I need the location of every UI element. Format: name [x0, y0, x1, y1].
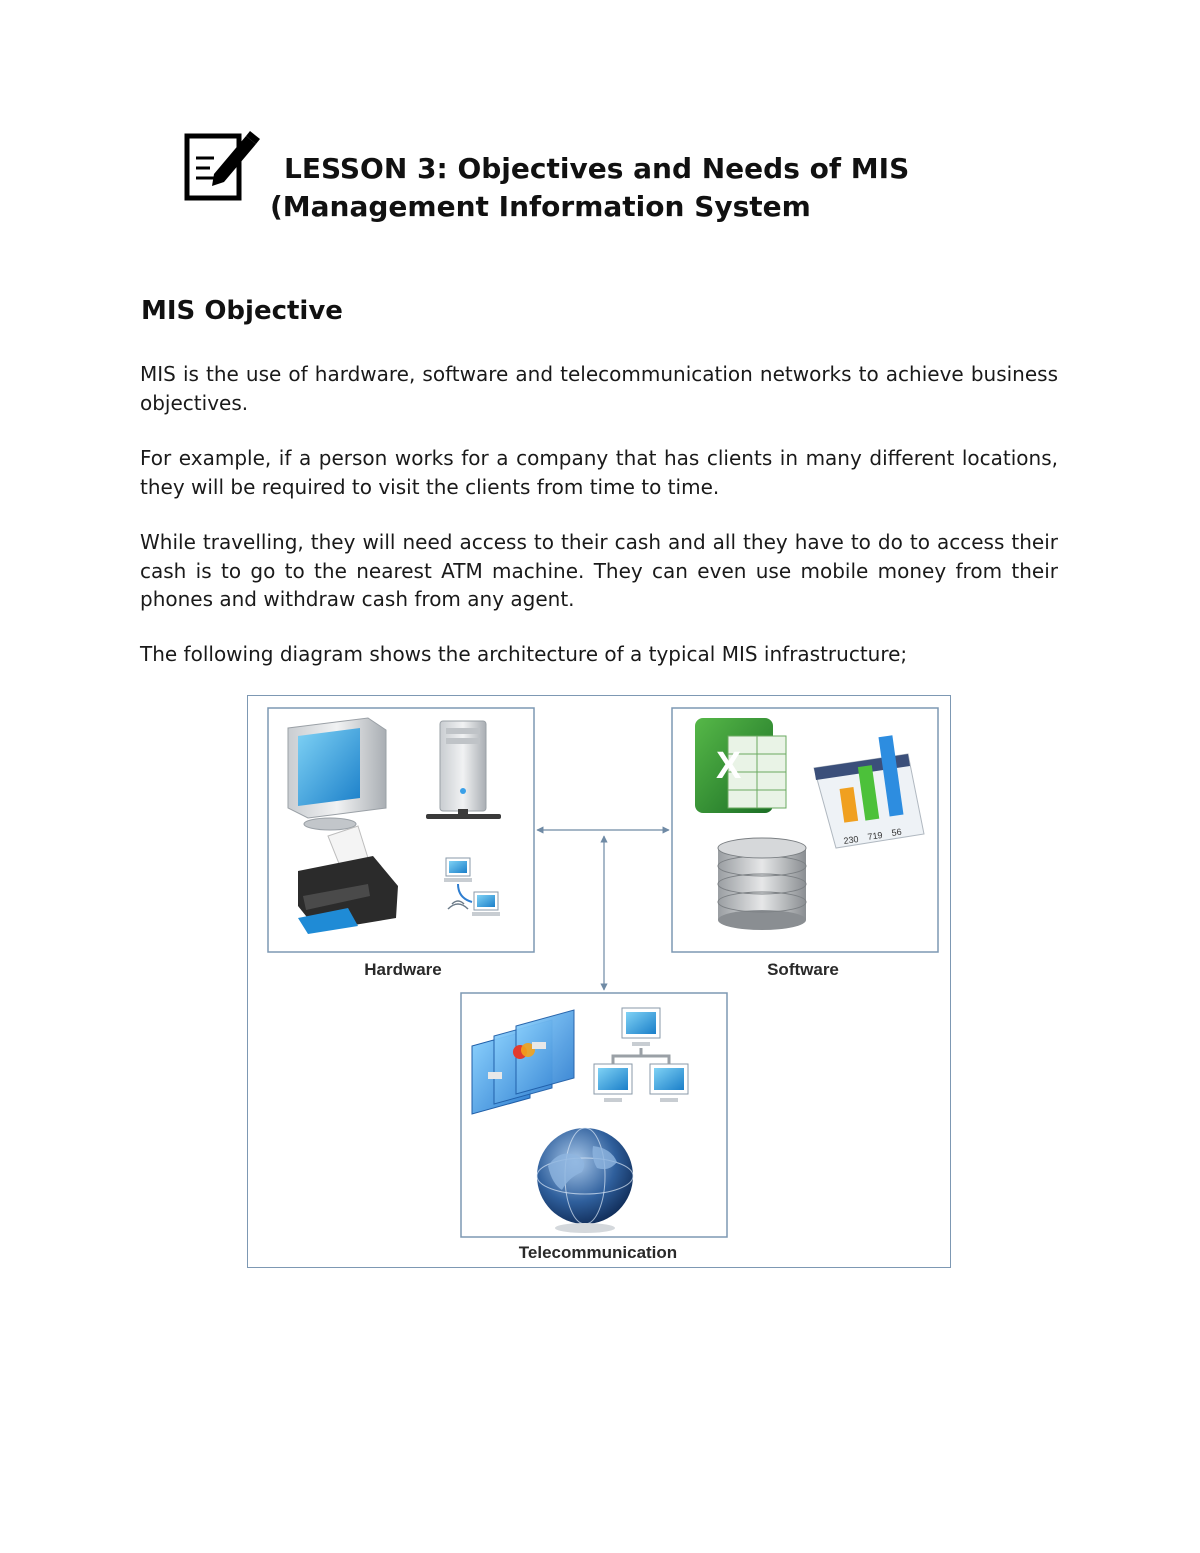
hardware-label: Hardware [364, 960, 442, 979]
server-icon [426, 720, 501, 819]
lesson-title-line-2: (Management Information System [270, 190, 811, 223]
section-heading: MIS Objective [141, 296, 343, 326]
printer-icon [298, 825, 398, 934]
paragraph-2: For example, if a person works for a com… [140, 446, 1058, 499]
lesson-title-line-1: LESSON 3: Objectives and Needs of MIS [284, 152, 910, 185]
globe-icon [536, 1127, 634, 1233]
network-computers-icon [444, 857, 500, 916]
monitor-icon [287, 717, 387, 831]
telecommunication-label: Telecommunication [518, 1243, 678, 1262]
paragraph-4: The following diagram shows the architec… [140, 642, 908, 666]
network-icon [593, 1007, 689, 1102]
software-label: Software [767, 960, 839, 979]
spreadsheet-number-1: 230 [843, 834, 859, 846]
lesson-title: LESSON 3: Objectives and Needs of MIS (M… [270, 150, 970, 226]
paragraph-3: While travelling, they will need access … [140, 530, 1058, 611]
credit-cards-icon [471, 1009, 575, 1115]
spreadsheet-number-2: 719 [867, 830, 883, 842]
excel-letter: X [716, 745, 742, 787]
bar-chart-icon: 230 719 56 [813, 735, 925, 849]
mis-architecture-diagram: X 230 719 56 [247, 695, 951, 1268]
paragraph-1: MIS is the use of hardware, software and… [140, 362, 1058, 415]
database-icon [717, 837, 807, 930]
edit-document-icon [184, 130, 260, 202]
excel-icon: X [695, 718, 787, 813]
spreadsheet-number-3: 56 [891, 827, 902, 838]
